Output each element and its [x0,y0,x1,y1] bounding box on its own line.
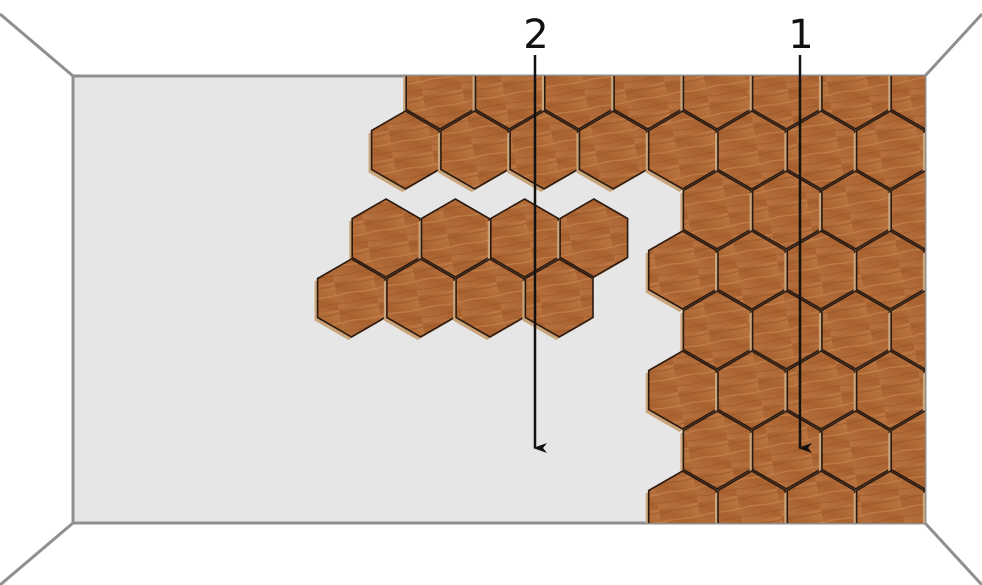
installed-hexagon-panel [961,291,982,369]
installed-hexagon-panel-shadow [958,54,982,132]
corner-line-top-right [925,14,982,76]
installed-hexagon-panel-shadow [923,114,982,192]
installed-hexagon-panel-shadow [958,294,982,372]
installed-hexagon-panel-shadow [923,234,982,312]
installed-hexagon-panel-shadow [576,0,644,72]
corner-line-bottom-right [925,523,982,585]
installed-hexagon-panel [926,351,982,429]
installed-hexagon-panel-shadow [854,0,922,72]
installed-hexagon-panel [926,471,982,549]
installed-hexagon-panel [926,231,982,309]
installed-hexagon-panel [649,0,717,69]
installed-hexagon-panel [961,51,982,129]
installed-hexagon-panel-shadow [958,174,982,252]
installed-hexagon-panel-shadow [923,474,982,552]
installed-hexagon-panel-shadow [923,354,982,432]
installed-hexagon-panel [961,411,982,489]
installed-hexagon-panel-shadow [958,414,982,492]
installed-hexagon-panel [926,111,982,189]
loose-hexagon-panel-group [315,199,628,340]
installed-hexagon-panel [441,0,509,69]
installed-hexagon-panel [857,0,925,69]
corner-line-top-left [0,14,73,76]
installed-hexagon-panel-shadow [646,0,714,72]
installed-hexagon-panel [926,0,982,69]
installed-hexagon-panel [961,171,982,249]
installed-hexagon-panel-shadow [438,0,506,72]
callout-label-2: 2 [523,12,548,58]
installed-hexagon-panel [579,0,647,69]
corner-line-bottom-left [0,523,73,585]
installed-hexagon-panel-shadow [923,0,982,72]
callout-label-1: 1 [788,12,813,58]
installed-hexagon-panel-shadow [715,0,783,72]
installed-hexagon-panel [718,0,786,69]
